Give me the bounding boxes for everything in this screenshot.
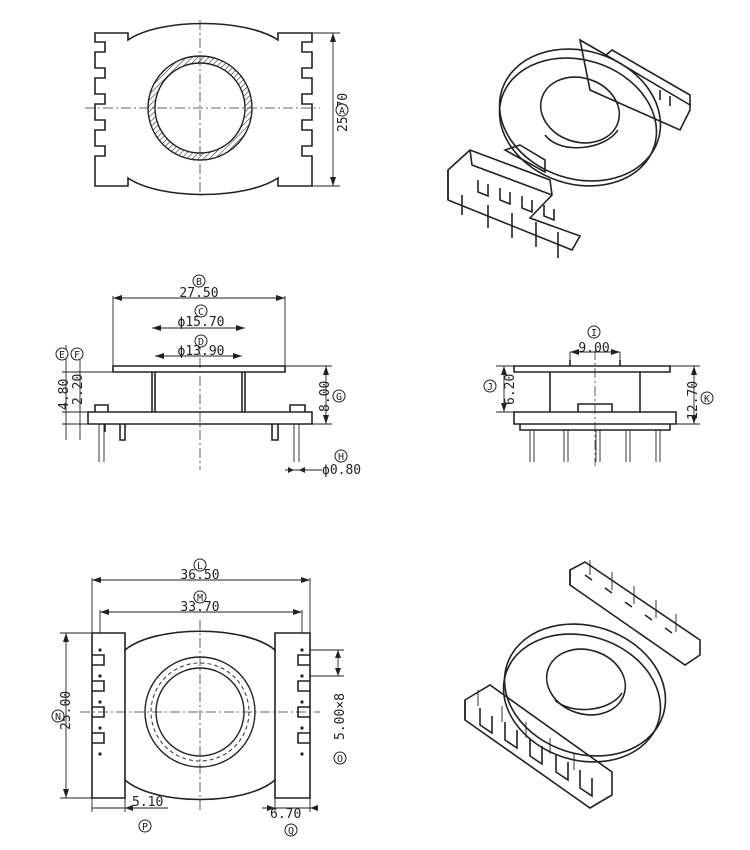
isometric-view-top [447,38,691,258]
dim-p-value: 5.10 [132,795,163,810]
dim-i-value: 9.00 [578,341,609,356]
dim-j-label: J [487,382,493,393]
dim-q-label: Q [288,826,294,837]
dim-g-label: G [336,392,342,403]
dim-n-label: N [55,712,61,723]
dim-d-label: D [198,337,204,348]
dim-m-label: M [197,593,203,604]
dim-f-value: 2.20 [71,374,86,405]
dim-f-label: F [74,350,80,361]
dim-h-value: ϕ0.80 [322,463,361,478]
dim-c-label: C [198,307,204,318]
dim-p-label: P [142,822,148,833]
dim-h-label: H [338,452,344,463]
dim-b-label: B [196,277,202,288]
dim-k-value: 12.70 [686,381,701,420]
dim-a-label: A [339,106,345,117]
dim-i-label: I [591,328,597,339]
dim-l-label: L [197,561,203,572]
top-view: 25.70 A [85,20,351,196]
dim-g-value: 8.00 [318,381,333,412]
dim-b-value: 27.50 [179,286,218,301]
dim-c-value: ϕ15.70 [178,315,225,330]
dim-e-value: 4.80 [57,379,72,410]
dim-k-label: K [704,394,710,405]
dim-j-value: 6.20 [503,374,518,405]
dim-q-value: 6.70 [270,807,301,822]
bottom-view: L 36.50 M 33.70 25.00 N 5.00×8 O 5 [51,558,348,837]
isometric-view-bottom [464,560,701,809]
dim-l-value: 36.50 [180,568,219,583]
dim-d-value: ϕ13.90 [178,344,225,359]
dim-m-value: 33.70 [180,600,219,615]
dim-o-label: O [337,754,343,765]
side-view: I 9.00 6.20 J 12.70 K [483,325,714,466]
dim-e-label: E [59,350,65,361]
front-view: B 27.50 C ϕ15.70 D ϕ13.90 4.80 2.20 E F [55,274,361,478]
dim-o-value: 5.00×8 [333,693,348,740]
dim-a-badge [335,103,349,117]
